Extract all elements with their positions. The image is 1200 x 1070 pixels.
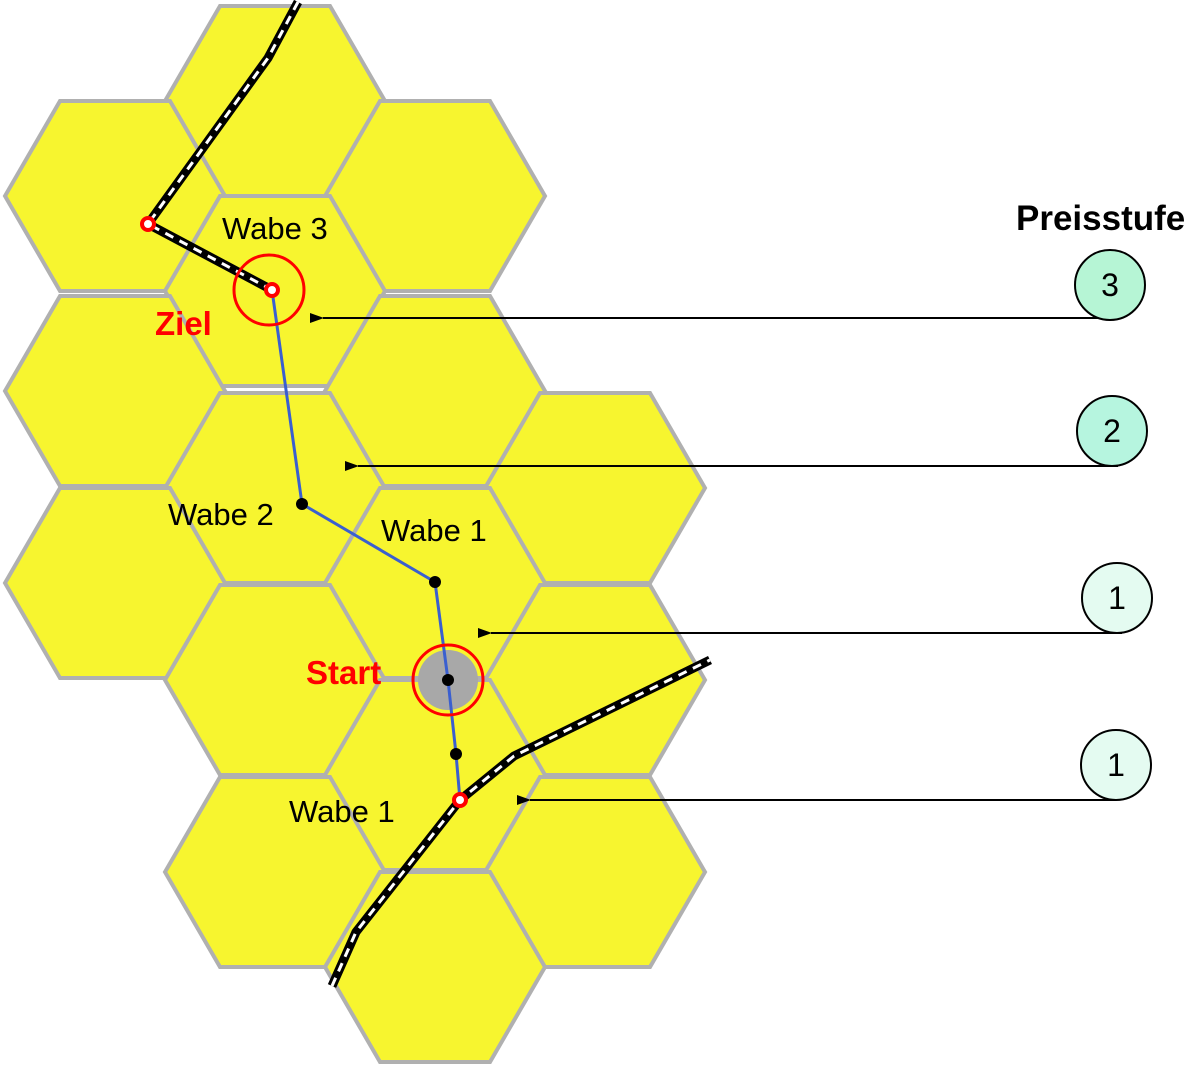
route-waypoint — [442, 674, 454, 686]
badge-label: 3 — [1101, 267, 1119, 303]
honeycomb-grid — [2, 4, 708, 1064]
route-waypoint — [296, 498, 308, 510]
label-wabe-3: Wabe 3 — [222, 211, 328, 246]
start-ring — [411, 643, 485, 717]
honeycomb-cell — [322, 870, 548, 1064]
legend-title: Preisstufe — [1016, 199, 1185, 238]
label-ziel: Ziel — [155, 305, 212, 342]
legend-badge-3: 3 — [1074, 249, 1146, 321]
station-marker-ziel — [264, 282, 280, 298]
badge-label: 1 — [1108, 580, 1126, 616]
badge-circle — [1076, 395, 1148, 467]
ziel-ring — [232, 253, 306, 327]
legend-badge-1-upper: 1 — [1081, 562, 1153, 634]
railway-line-upper — [143, 0, 302, 294]
label-wabe-1-upper: Wabe 1 — [381, 513, 487, 548]
badge-circle — [1074, 249, 1146, 321]
label-wabe-1-lower: Wabe 1 — [289, 794, 395, 829]
label-wabe-2: Wabe 2 — [168, 497, 274, 532]
badge-circle — [1081, 562, 1153, 634]
label-start: Start — [306, 654, 381, 691]
route-line — [270, 289, 462, 801]
legend-badge-2: 2 — [1076, 395, 1148, 467]
badge-label: 1 — [1107, 747, 1125, 783]
legend-badge-1-lower: 1 — [1080, 729, 1152, 801]
station-marker-start — [452, 792, 468, 808]
badge-circle — [1080, 729, 1152, 801]
route-waypoint — [450, 748, 462, 760]
badge-label: 2 — [1103, 413, 1121, 449]
route-waypoint — [429, 576, 441, 588]
station-marker — [140, 216, 156, 232]
